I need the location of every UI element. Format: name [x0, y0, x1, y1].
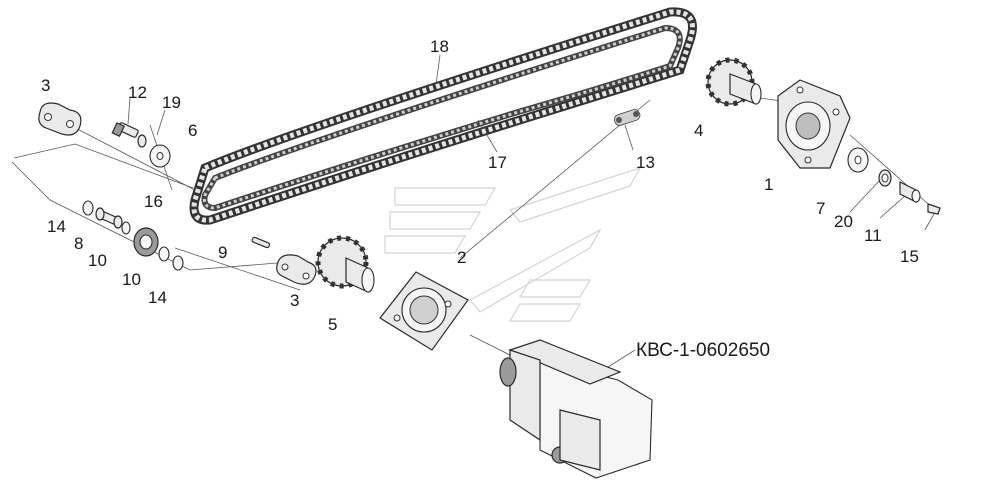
callout-8: 8 [74, 234, 83, 253]
callout-1: 1 [764, 175, 773, 194]
sprocket-5 [315, 235, 375, 293]
callout-10-bottom: 10 [122, 270, 141, 289]
callout-3-bottom: 3 [290, 291, 299, 310]
callout-13: 13 [636, 153, 655, 172]
callout-6: 6 [188, 121, 197, 140]
roller-chain [189, 7, 697, 225]
callout-20: 20 [834, 212, 853, 231]
callout-12: 12 [128, 83, 147, 102]
callout-labels: 3 12 19 6 18 17 13 4 1 7 20 11 15 16 14 … [41, 37, 919, 334]
callout-7: 7 [816, 199, 825, 218]
pin-9 [251, 236, 271, 249]
washer-19 [137, 134, 147, 148]
callout-4: 4 [694, 121, 703, 140]
connecting-link [613, 109, 641, 126]
assembly-reference-code: КВС-1-0602650 [636, 340, 770, 361]
callout-10-top: 10 [88, 251, 107, 270]
left-shaft-parts [82, 200, 184, 271]
callout-11: 11 [864, 226, 882, 245]
hydraulic-motor [499, 339, 653, 479]
plate-bottom [276, 254, 317, 285]
callout-9: 9 [218, 243, 227, 262]
callout-14-bottom: 14 [148, 288, 167, 307]
callout-17: 17 [488, 153, 507, 172]
sprocket-4 [705, 57, 762, 107]
watermark-logo [384, 166, 642, 322]
flange-2 [379, 271, 469, 351]
callout-18: 18 [430, 37, 449, 56]
callout-15: 15 [900, 247, 919, 266]
bolt-12 [111, 122, 139, 138]
callout-5: 5 [328, 315, 337, 334]
callout-2: 2 [457, 248, 466, 267]
plate-top-left [38, 102, 82, 136]
callout-19: 19 [162, 93, 181, 112]
right-small-parts [847, 147, 941, 215]
bearing-housing-1 [777, 79, 851, 169]
washer-6 [149, 144, 171, 168]
callout-16: 16 [144, 192, 163, 211]
callout-3-top: 3 [41, 76, 50, 95]
callout-14-top: 14 [47, 217, 66, 236]
